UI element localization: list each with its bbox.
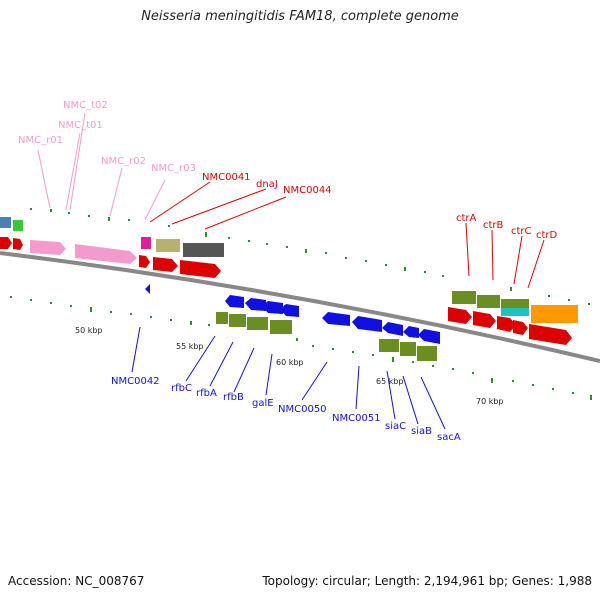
feature-nmc-r02[interactable] <box>75 244 137 264</box>
feature-rfba[interactable] <box>245 298 266 311</box>
feature-olive-rfba[interactable] <box>229 314 246 327</box>
label-nmc0051: NMC0051 <box>332 413 381 424</box>
feature-dnaj[interactable] <box>180 260 221 278</box>
label-ctrc: ctrC <box>511 226 532 237</box>
feature-olive-saca[interactable] <box>417 346 437 361</box>
label-nmc0050: NMC0050 <box>278 404 327 415</box>
scale-label-50kbp: 50 kbp <box>75 326 103 335</box>
feature-ctrb[interactable] <box>473 311 496 328</box>
feature-olive-ctrb[interactable] <box>477 295 500 308</box>
feature-ctra[interactable] <box>448 307 472 324</box>
label-ctrd: ctrD <box>536 230 558 241</box>
feature-ctrc[interactable] <box>497 316 516 332</box>
label-rfba: rfbA <box>196 388 217 399</box>
feature-nmc-r01[interactable] <box>30 240 66 255</box>
feature-rfbb[interactable] <box>262 301 283 314</box>
scale-label-60kbp: 60 kbp <box>276 358 304 367</box>
label-saca: sacA <box>437 432 461 443</box>
feature-rfbc[interactable] <box>225 295 244 308</box>
feature-orange-ctrd[interactable] <box>531 305 578 323</box>
label-dnaj: dnaJ <box>256 179 278 190</box>
feature-olive-ctrc[interactable] <box>501 299 529 310</box>
upper-tick-track <box>30 208 590 305</box>
feature-olive-ctra[interactable] <box>452 291 476 304</box>
feature-gale[interactable] <box>280 304 299 317</box>
feature-partial-red[interactable] <box>0 237 12 249</box>
feature-olive-rfbc[interactable] <box>216 312 228 324</box>
label-ctra: ctrA <box>456 213 477 224</box>
feature-nmc0050[interactable] <box>322 312 350 326</box>
scale-label-55kbp: 55 kbp <box>176 342 204 351</box>
label-nmc0044: NMC0044 <box>283 185 332 196</box>
feature-ctrd[interactable] <box>513 320 528 335</box>
feature-siac[interactable] <box>382 322 403 336</box>
genome-info-text: Topology: circular; Length: 2,194,961 bp… <box>262 574 592 588</box>
lower-tick-track <box>10 296 592 400</box>
feature-red-long[interactable] <box>529 324 572 345</box>
label-nmc-t01: NMC_t01 <box>58 120 103 131</box>
label-siab: siaB <box>411 426 432 437</box>
label-nmc-r03: NMC_r03 <box>151 163 196 174</box>
feature-cyan-ctrc[interactable] <box>501 308 529 316</box>
map-title: Neisseria meningitidis FAM18, complete g… <box>141 9 459 24</box>
feature-nmc0041[interactable] <box>153 257 178 272</box>
feature-olive-gale[interactable] <box>270 320 292 334</box>
feature-tan-gene[interactable] <box>156 239 180 252</box>
feature-small-red-arrow[interactable] <box>139 255 150 268</box>
genome-backbone <box>0 251 600 363</box>
label-nmc-t02: NMC_t02 <box>63 100 108 111</box>
feature-olive-rfbb[interactable] <box>247 317 268 330</box>
feature-nmc-r03[interactable] <box>141 237 151 249</box>
label-siac: siaC <box>385 421 406 432</box>
feature-saca[interactable] <box>418 329 440 344</box>
label-rfbb: rfbB <box>223 392 244 403</box>
blue-leader-lines <box>131 326 446 430</box>
red-leader-lines <box>149 181 545 289</box>
label-rfbc: rfbC <box>171 383 192 394</box>
accession-text: Accession: NC_008767 <box>8 574 145 588</box>
label-gale: galE <box>252 398 274 409</box>
pink-leader-lines <box>37 112 166 221</box>
label-nmc0041: NMC0041 <box>202 172 251 183</box>
scale-label-70kbp: 70 kbp <box>476 397 504 406</box>
label-ctrb: ctrB <box>483 220 504 231</box>
label-nmc-r01: NMC_r01 <box>18 135 63 146</box>
feature-partial-blue[interactable] <box>0 217 11 228</box>
label-nmc0042: NMC0042 <box>111 376 160 387</box>
feature-siab[interactable] <box>403 326 419 338</box>
feature-gray-gene[interactable] <box>183 243 224 257</box>
feature-partial-green[interactable] <box>13 220 23 231</box>
feature-nmc0042[interactable] <box>145 284 150 294</box>
feature-nmc0051[interactable] <box>352 316 382 332</box>
scale-label-65kbp: 65 kbp <box>376 377 404 386</box>
feature-olive-siab[interactable] <box>400 342 416 356</box>
feature-red-small[interactable] <box>13 238 23 250</box>
feature-olive-siac[interactable] <box>379 339 399 352</box>
label-nmc-r02: NMC_r02 <box>101 156 146 167</box>
